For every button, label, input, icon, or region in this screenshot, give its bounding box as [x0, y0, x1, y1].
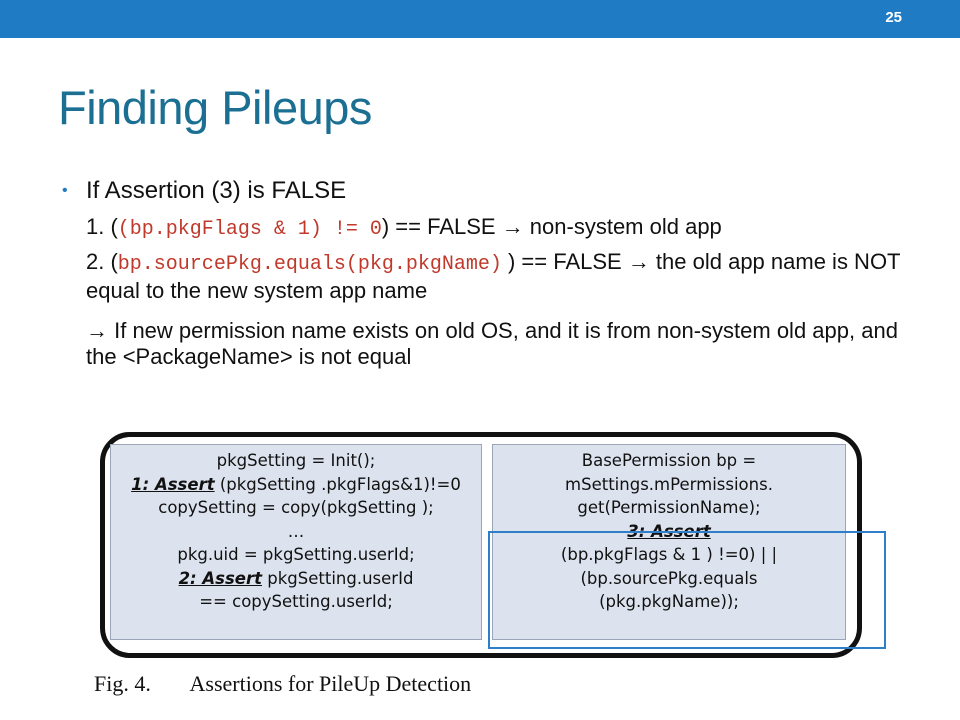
figure-caption: Fig. 4. Assertions for PileUp Detection [94, 671, 471, 697]
code-text: pkgSetting.userId [262, 568, 414, 588]
item-tail: the old app name is NOT equal to the new… [86, 249, 901, 303]
code-text: … [287, 521, 305, 541]
figure-frame [100, 432, 862, 658]
code-text: (pkgSetting .pkgFlags&1)!=0 [214, 474, 461, 494]
top-bar: 25 [0, 0, 960, 38]
code-text: pkgSetting = Init(); [216, 451, 376, 470]
code-panel-left: pkgSetting = Init(); 1: Assert (pkgSetti… [110, 444, 482, 640]
code-snippet: bp.sourcePkg.equals(pkg.pkgName) [117, 253, 502, 276]
code-panel-right: BasePermission bp = mSettings.mPermissio… [492, 444, 846, 640]
code-line: … [111, 520, 481, 544]
code-text: == copySetting.userId; [199, 592, 393, 611]
bullet-item: • If Assertion (3) is FALSE [58, 174, 918, 208]
list-item-2: 2. (bp.sourcePkg.equals(pkg.pkgName) ) =… [58, 249, 918, 304]
code-text: copySetting = copy(pkgSetting ); [158, 498, 434, 517]
assertions-figure: pkgSetting = Init(); 1: Assert (pkgSetti… [100, 432, 862, 658]
code-line: copySetting = copy(pkgSetting ); [111, 496, 481, 520]
item-suffix: ) == FALSE [381, 214, 502, 239]
slide-body: • If Assertion (3) is FALSE 1. ((bp.pkgF… [58, 174, 918, 370]
code-text: pkg.uid = pkgSetting.userId; [177, 545, 415, 564]
code-text: mSettings.mPermissions. [565, 474, 773, 494]
item-prefix: 2. ( [86, 249, 118, 274]
item-tail: If new permission name exists on old OS,… [86, 318, 898, 369]
assert-label: 1: Assert [131, 474, 215, 494]
code-text: (bp.pkgFlags & 1 ) !=0) | | [560, 545, 778, 564]
code-line: 1: Assert (pkgSetting .pkgFlags&1)!=0 [111, 473, 481, 497]
item-suffix: ) == FALSE [501, 249, 628, 274]
assert-label: 2: Assert [178, 568, 263, 588]
slide-title: Finding Pileups [58, 81, 372, 134]
list-item-3: → If new permission name exists on old O… [58, 318, 918, 370]
arrow-icon: → [501, 214, 524, 239]
code-line: (bp.pkgFlags & 1 ) !=0) | | [493, 543, 845, 567]
code-line: BasePermission bp = [493, 449, 845, 473]
code-line: (bp.sourcePkg.equals [493, 567, 845, 591]
code-text: get(PermissionName); [577, 498, 761, 517]
item-tail: non-system old app [523, 214, 722, 239]
code-line: (pkg.pkgName)); [493, 590, 845, 614]
code-line: mSettings.mPermissions. [493, 473, 845, 497]
code-snippet: (bp.pkgFlags & 1) != 0 [117, 218, 382, 241]
code-line: pkg.uid = pkgSetting.userId; [111, 543, 481, 567]
arrow-icon: → [86, 318, 108, 343]
code-line: get(PermissionName); [493, 496, 845, 520]
code-text: (bp.sourcePkg.equals [580, 568, 758, 588]
caption-text: Assertions for PileUp Detection [189, 671, 472, 696]
code-text: BasePermission bp = [581, 451, 757, 470]
code-text: (pkg.pkgName)); [599, 592, 739, 611]
list-item-1: 1. ((bp.pkgFlags & 1) != 0) == FALSE → n… [58, 214, 918, 243]
bullet-dot-icon: • [62, 182, 68, 199]
arrow-icon: → [627, 249, 650, 274]
code-line: 2: Assert pkgSetting.userId [111, 567, 481, 591]
bullet-text: If Assertion (3) is FALSE [86, 177, 347, 204]
highlight-box [488, 531, 886, 649]
item-prefix: 1. ( [86, 214, 118, 239]
caption-label: Fig. 4. [94, 671, 151, 696]
code-line: pkgSetting = Init(); [111, 449, 481, 473]
slide-number: 25 [885, 9, 902, 26]
code-line: == copySetting.userId; [111, 590, 481, 614]
